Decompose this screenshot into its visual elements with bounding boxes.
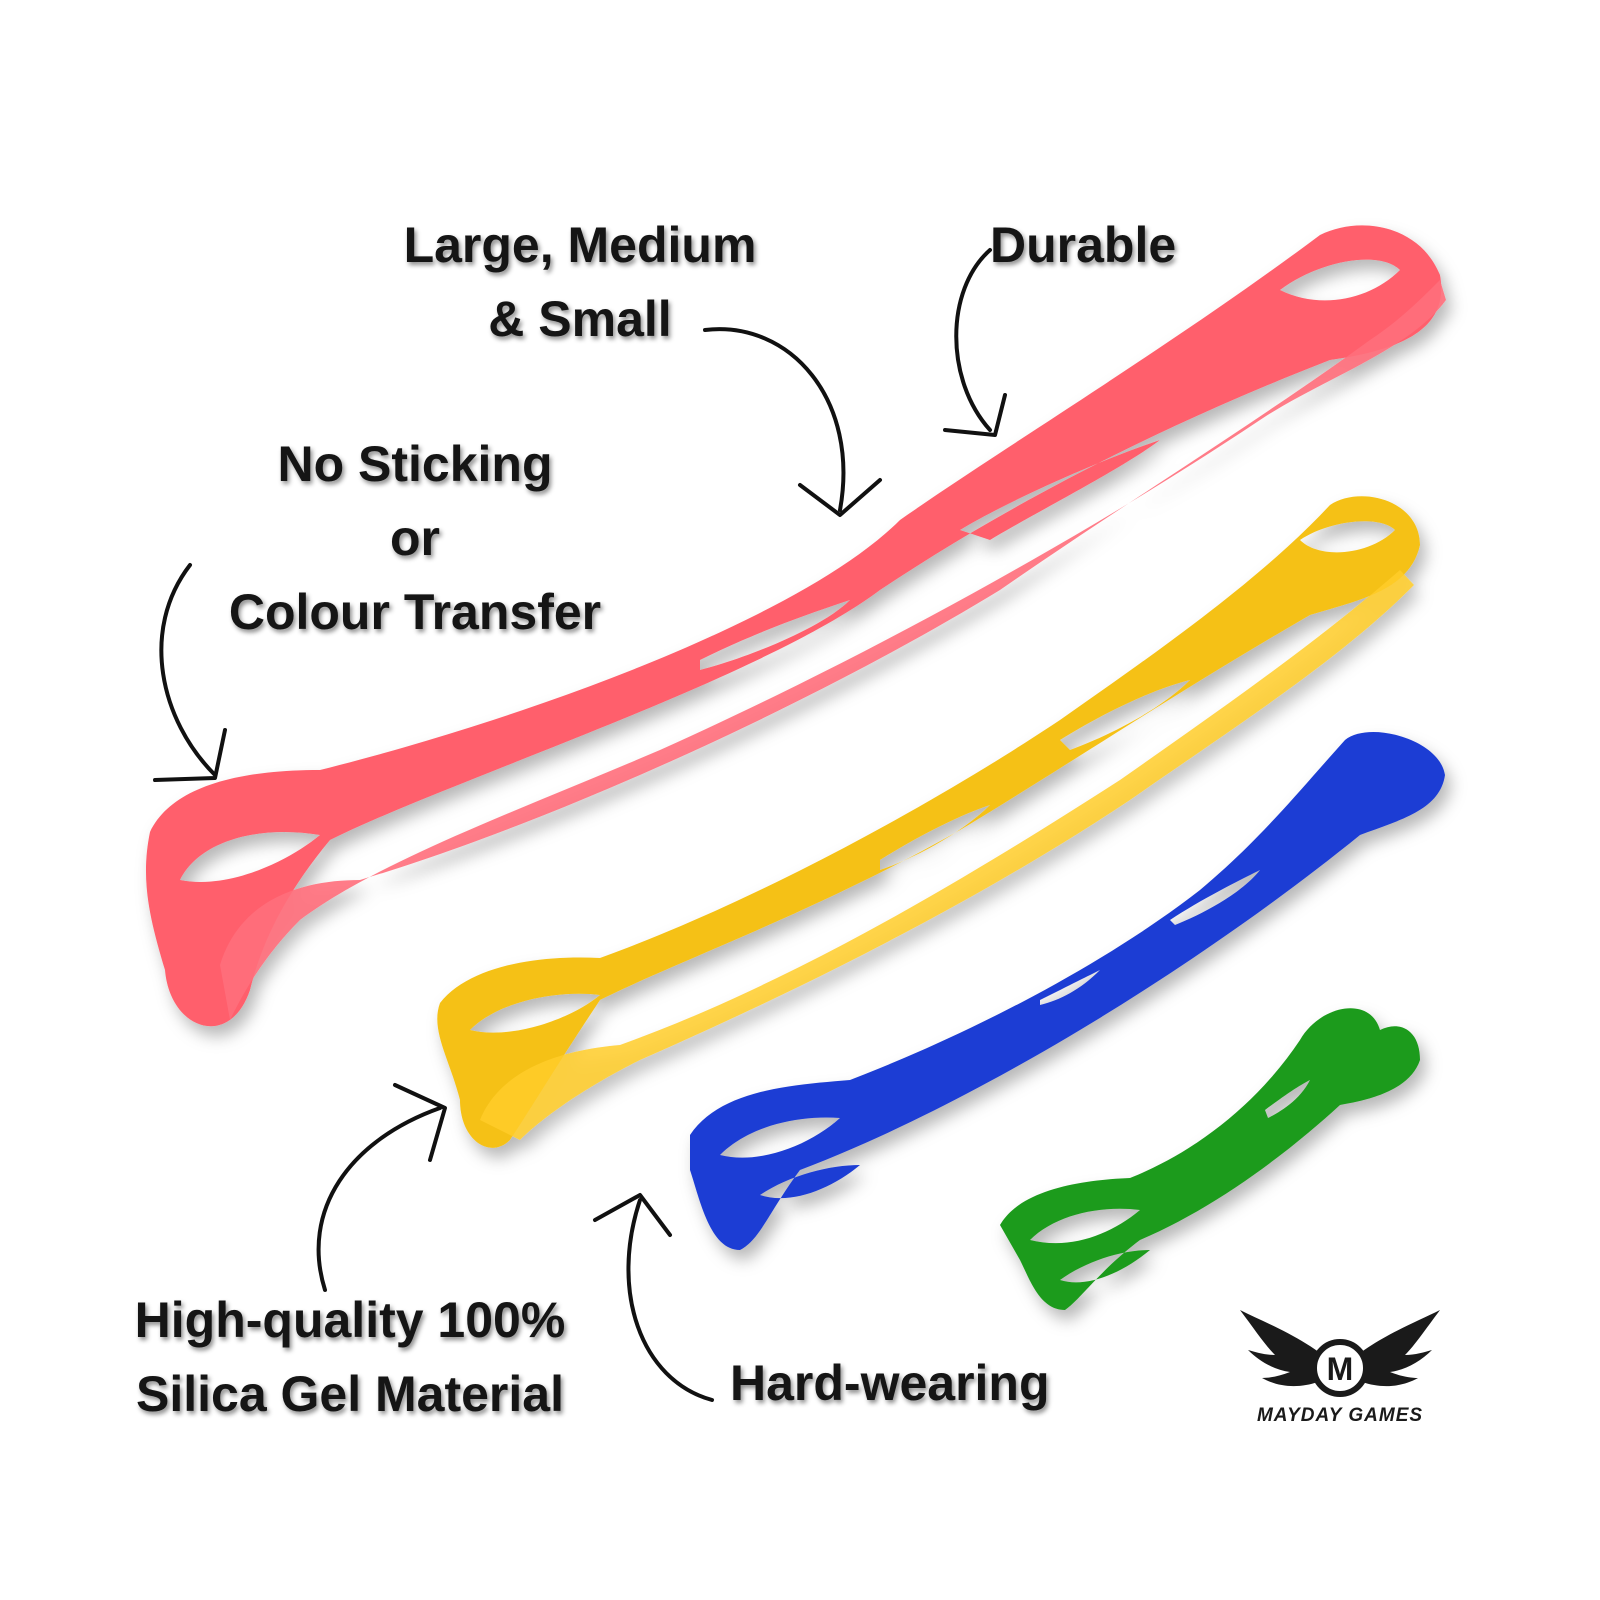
monogram-ring (1311, 1339, 1369, 1397)
band-mini-green (1000, 1008, 1420, 1310)
band-large-red (145, 225, 1446, 1027)
brand-name: MAYDAY GAMES (1256, 1405, 1424, 1426)
callout-sizes: Large, Medium & Small (360, 208, 800, 356)
callout-durable: Durable (990, 217, 1177, 273)
arrow-durable (943, 248, 1007, 437)
callout-no-sticking-line-2: or (390, 510, 440, 566)
brand-logo: M (1240, 1310, 1440, 1397)
arrow-no-sticking (153, 563, 227, 782)
callout-no-sticking: No Sticking or Colour Transfer (185, 427, 645, 649)
callout-sizes-line-1: Large, Medium (403, 217, 757, 273)
callout-quality: High-quality 100% Silica Gel Material (100, 1283, 600, 1431)
callout-no-sticking-line-3: Colour Transfer (228, 584, 602, 640)
arrow-sizes (703, 327, 882, 517)
band-medium-yellow (437, 496, 1421, 1148)
arrow-quality (316, 1083, 447, 1292)
callout-quality-line-1: High-quality 100% (134, 1292, 566, 1348)
brand-monogram: M (1327, 1351, 1354, 1387)
callout-hard-wearing: Hard-wearing (730, 1355, 1050, 1411)
callout-sizes-line-2: & Small (488, 291, 672, 347)
callout-quality-line-2: Silica Gel Material (136, 1366, 564, 1422)
callout-no-sticking-line-1: No Sticking (277, 436, 553, 492)
band-small-blue (690, 732, 1445, 1250)
arrow-hard-wearing (593, 1193, 714, 1402)
